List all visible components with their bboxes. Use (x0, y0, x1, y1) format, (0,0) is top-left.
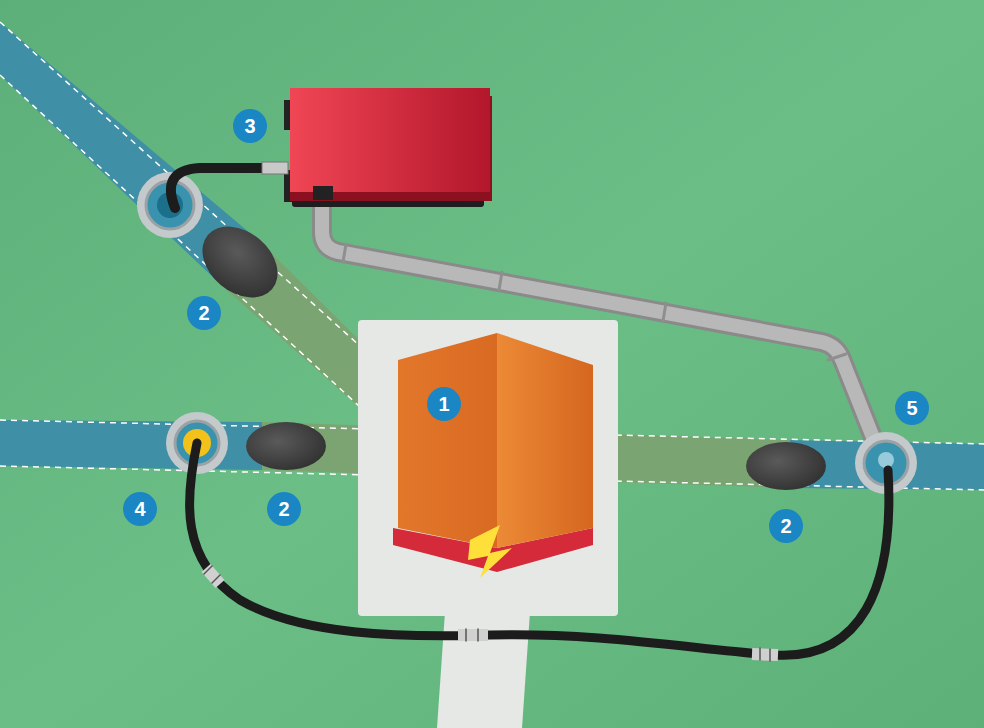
callout-number: 1 (438, 394, 449, 414)
callout-circle: 2 (267, 492, 301, 526)
pipe-plug (189, 212, 826, 490)
callout-circle: 3 (233, 109, 267, 143)
callout-circle: 2 (769, 509, 803, 543)
callout-number: 3 (244, 116, 255, 136)
callout-circle: 5 (895, 391, 929, 425)
bypass-pump (284, 88, 492, 207)
callout-number: 2 (198, 303, 209, 323)
callout-circle: 1 (427, 387, 461, 421)
callout-circle: 4 (123, 492, 157, 526)
manhole (137, 172, 917, 494)
suction-hose (171, 162, 288, 208)
callout-circle: 2 (187, 296, 221, 330)
concrete-pad (358, 320, 618, 728)
discharge-pipe (322, 205, 880, 455)
callout-number: 4 (134, 499, 145, 519)
callout-number: 2 (780, 516, 791, 536)
diagonal-sewer (0, 22, 420, 430)
bypass-hose (189, 443, 888, 661)
callout-number: 5 (906, 398, 917, 418)
callout-number: 2 (278, 499, 289, 519)
control-structure (393, 333, 593, 578)
